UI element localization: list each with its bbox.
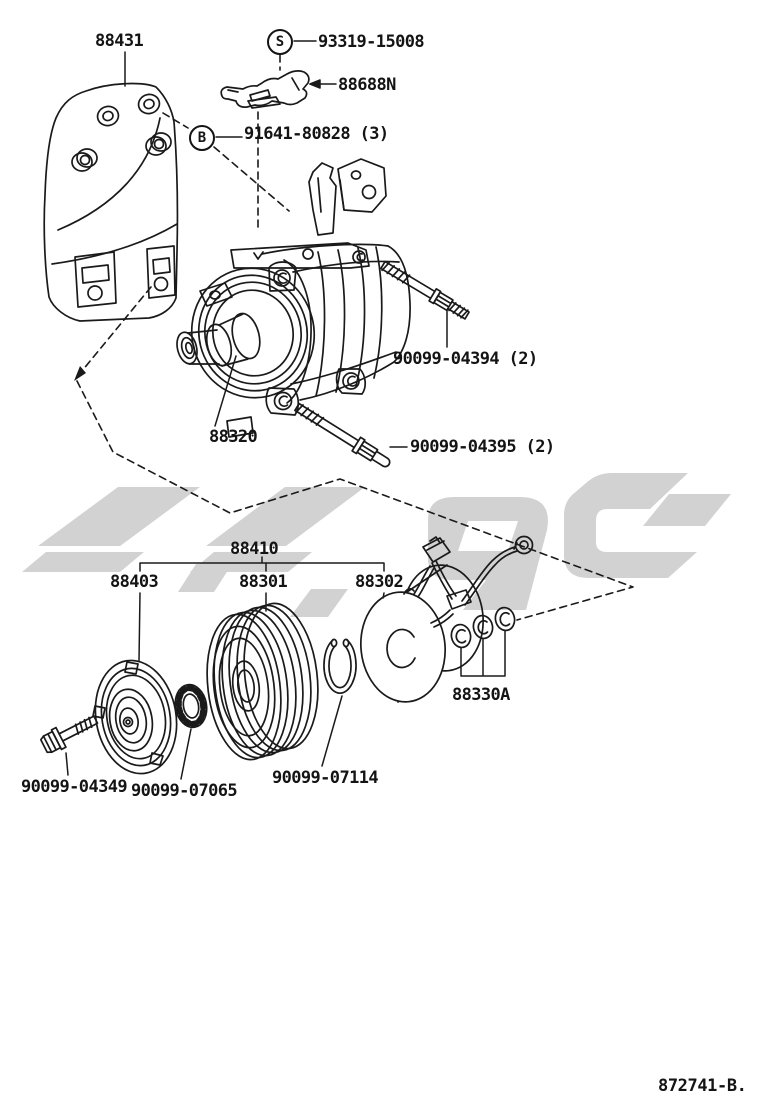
screw-symbol-badge: S <box>267 29 293 55</box>
wire-harness-drawing <box>413 535 534 628</box>
part-label-90099-07065: 90099-07065 <box>131 781 238 801</box>
part-label-90099-04395: 90099-04395 (2) <box>410 437 555 457</box>
clutch-hub-88403-drawing <box>92 659 178 775</box>
part-label-88320: 88320 <box>209 427 258 447</box>
part-label-88431: 88431 <box>95 31 144 51</box>
bolt-90099-04394-drawing <box>380 260 470 320</box>
stay-88688n-drawing <box>220 70 310 109</box>
part-label-88410: 88410 <box>230 539 279 559</box>
part-label-88330a: 88330A <box>452 685 510 705</box>
lock-washer-90099-07065-drawing <box>174 683 208 729</box>
part-label-88302: 88302 <box>355 572 404 592</box>
dashed-arrowhead <box>74 366 86 381</box>
shaft-bolt-90099-04349-drawing <box>39 715 99 754</box>
bracket-88431-drawing <box>43 82 179 322</box>
figure-code: 872741-B. <box>658 1076 747 1096</box>
rotor-pulley-88301-drawing <box>206 602 319 761</box>
bolt-90099-04395-drawing <box>294 402 391 468</box>
part-label-93319-15008: 93319-15008 <box>318 32 425 52</box>
part-label-90099-04394: 90099-04394 (2) <box>393 349 538 369</box>
shims-88330a-drawing <box>450 606 516 649</box>
part-label-90099-07114: 90099-07114 <box>272 768 379 788</box>
callout-lines <box>65 40 506 780</box>
part-label-88688n: 88688N <box>338 75 396 95</box>
compressor-88320-drawing <box>176 158 411 438</box>
projection-dashed-lines <box>76 54 634 621</box>
part-label-90099-04349: 90099-04349 <box>21 777 128 797</box>
part-label-91641-80828: 91641-80828 (3) <box>244 124 389 144</box>
snap-ring-90099-07114-drawing <box>323 638 357 694</box>
watermark-logo <box>22 473 731 617</box>
part-label-88301: 88301 <box>239 572 288 592</box>
part-label-88403: 88403 <box>110 572 159 592</box>
bolt-symbol-badge: B <box>189 125 215 151</box>
